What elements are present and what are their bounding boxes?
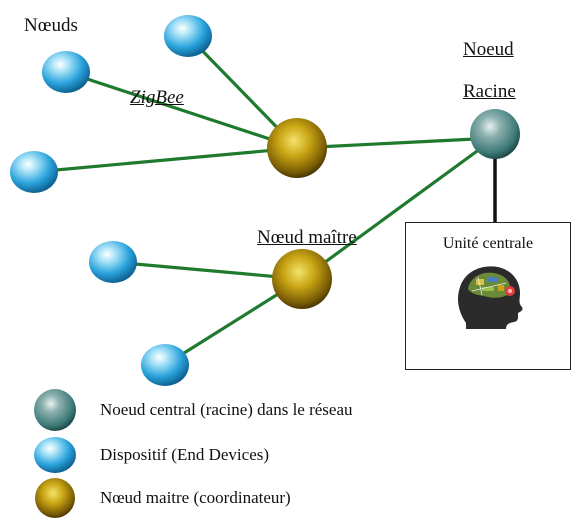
device-node — [89, 241, 137, 283]
zigbee-label: ZigBee — [130, 87, 184, 108]
legend-root-text: Noeud central (racine) dans le réseau — [100, 400, 353, 419]
device-node — [141, 344, 189, 386]
legend-device-icon — [34, 437, 76, 473]
link-master1-root — [296, 136, 496, 150]
legend-device-text: Dispositif (End Devices) — [100, 445, 270, 464]
central-unit-label: Unité centrale — [442, 235, 534, 252]
master-node — [272, 249, 332, 309]
root-label-line2: Racine — [463, 81, 516, 102]
central-unit-box: Unité centrale — [405, 222, 571, 370]
legend-symbols — [34, 389, 76, 518]
master-node — [267, 118, 327, 178]
device-node — [42, 51, 90, 93]
brain-head-icon — [458, 266, 523, 329]
legend-root-icon — [34, 389, 76, 431]
noeuds-label: Nœuds — [24, 15, 78, 36]
link-device3-master1 — [33, 146, 298, 174]
network-links — [33, 34, 496, 367]
root-node — [470, 109, 520, 159]
device-node — [164, 15, 212, 57]
legend-master-text: Nœud maitre (coordinateur) — [100, 488, 291, 507]
legend-master-icon — [35, 478, 75, 518]
link-device2-master1 — [65, 70, 298, 150]
device-node — [10, 151, 58, 193]
master-nodes — [267, 118, 332, 309]
master-label: Nœud maître — [257, 227, 357, 248]
link-root-master2 — [301, 136, 496, 281]
link-device4-master2 — [112, 260, 303, 281]
root-label-line1: Noeud — [463, 39, 514, 60]
end-devices — [10, 15, 212, 386]
